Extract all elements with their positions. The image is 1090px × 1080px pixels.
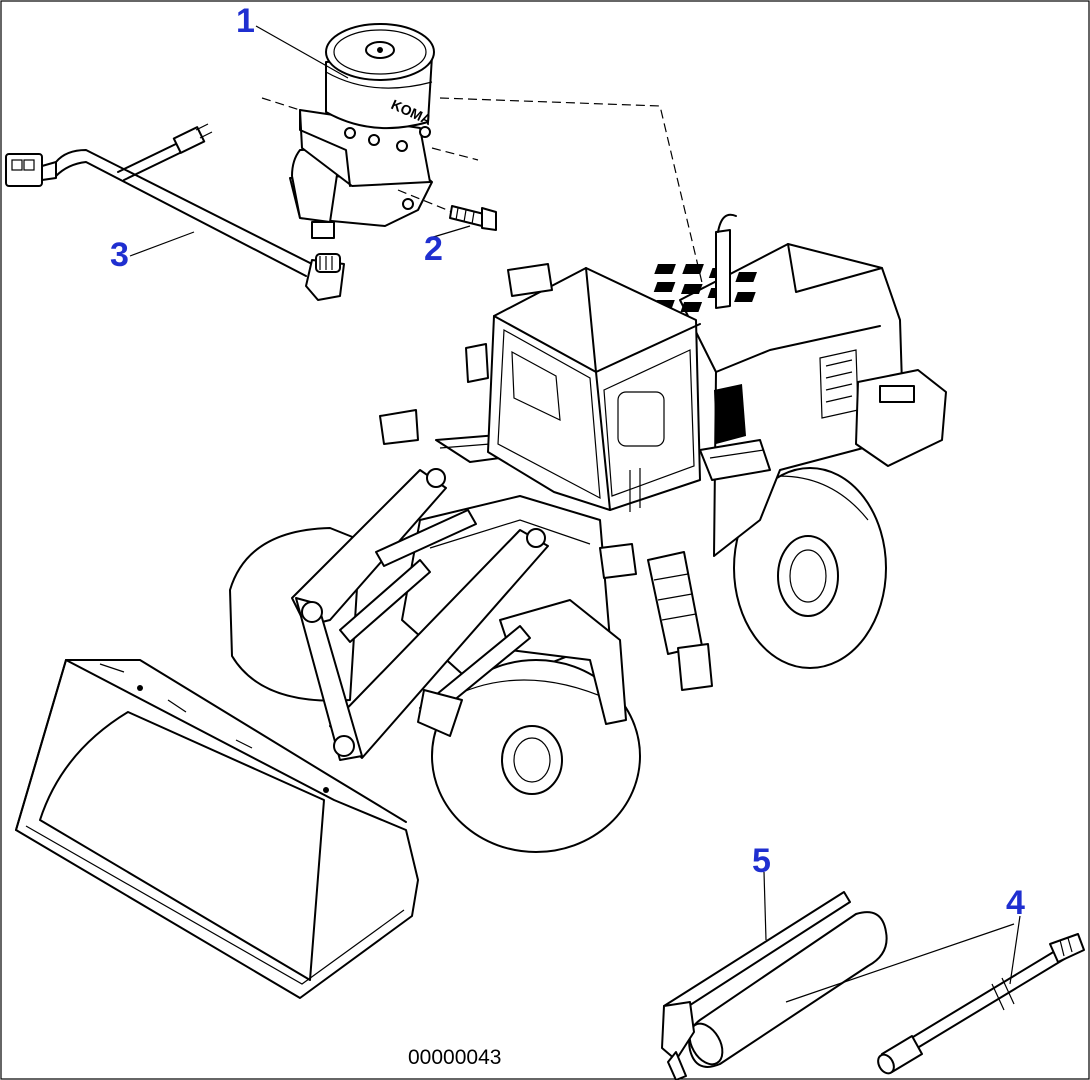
lube-pump-unit: KOMA bbox=[261, 23, 479, 239]
wiring-harness bbox=[5, 123, 345, 301]
grease-gun bbox=[661, 891, 888, 1080]
grease-hose bbox=[877, 933, 1085, 1075]
pump-location-mark bbox=[714, 384, 746, 444]
callout-1: 1 bbox=[236, 2, 255, 40]
callout-2: 2 bbox=[424, 230, 443, 268]
pump-location-leader bbox=[439, 97, 729, 393]
drawing-number: 00000043 bbox=[408, 1046, 501, 1069]
callout-3: 3 bbox=[110, 236, 129, 274]
callout-leaders bbox=[255, 25, 1021, 1003]
callout-4: 4 bbox=[1006, 884, 1025, 922]
bucket bbox=[15, 659, 419, 999]
mounting-bolt bbox=[397, 189, 497, 239]
wheel-loader bbox=[15, 213, 947, 999]
callout-5: 5 bbox=[752, 842, 771, 880]
